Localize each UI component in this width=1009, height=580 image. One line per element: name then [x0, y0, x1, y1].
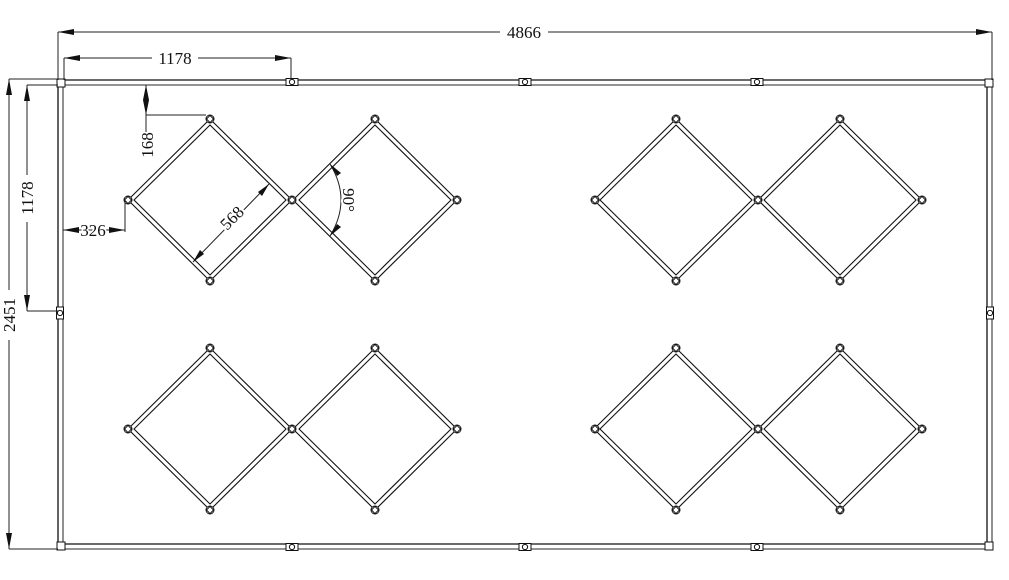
- dimension-top-offset: 168: [138, 85, 206, 158]
- dim-label-90-degrees: 90°: [339, 188, 358, 212]
- dimension-angle: 90°: [329, 163, 360, 237]
- outer-frame: [57, 79, 993, 550]
- frame-connectors: [56, 78, 994, 551]
- dimension-connector-spacing: 1178: [63, 49, 292, 80]
- dim-label-568: 568: [216, 202, 247, 233]
- dimension-overall-height: 2451: [0, 78, 58, 550]
- dim-label-1178-horizontal: 1178: [158, 49, 191, 68]
- dim-label-1178-vertical: 1178: [18, 181, 37, 214]
- dim-label-168: 168: [138, 132, 157, 158]
- diamond-group-bottom-left: [123, 343, 462, 515]
- dim-label-4866: 4866: [507, 23, 541, 42]
- dim-label-2451: 2451: [0, 298, 19, 332]
- dimension-diamond-side: 568: [192, 183, 270, 263]
- dimension-side-offset: 326: [63, 200, 126, 242]
- dim-label-326: 326: [80, 221, 106, 240]
- dimension-half-height: 1178: [18, 84, 58, 312]
- dimension-overall-width: 4866: [57, 23, 993, 80]
- diamond-group-bottom-right: [590, 343, 927, 515]
- diamond-group-top-left: [123, 114, 462, 286]
- diamond-group-top-right: [590, 114, 927, 286]
